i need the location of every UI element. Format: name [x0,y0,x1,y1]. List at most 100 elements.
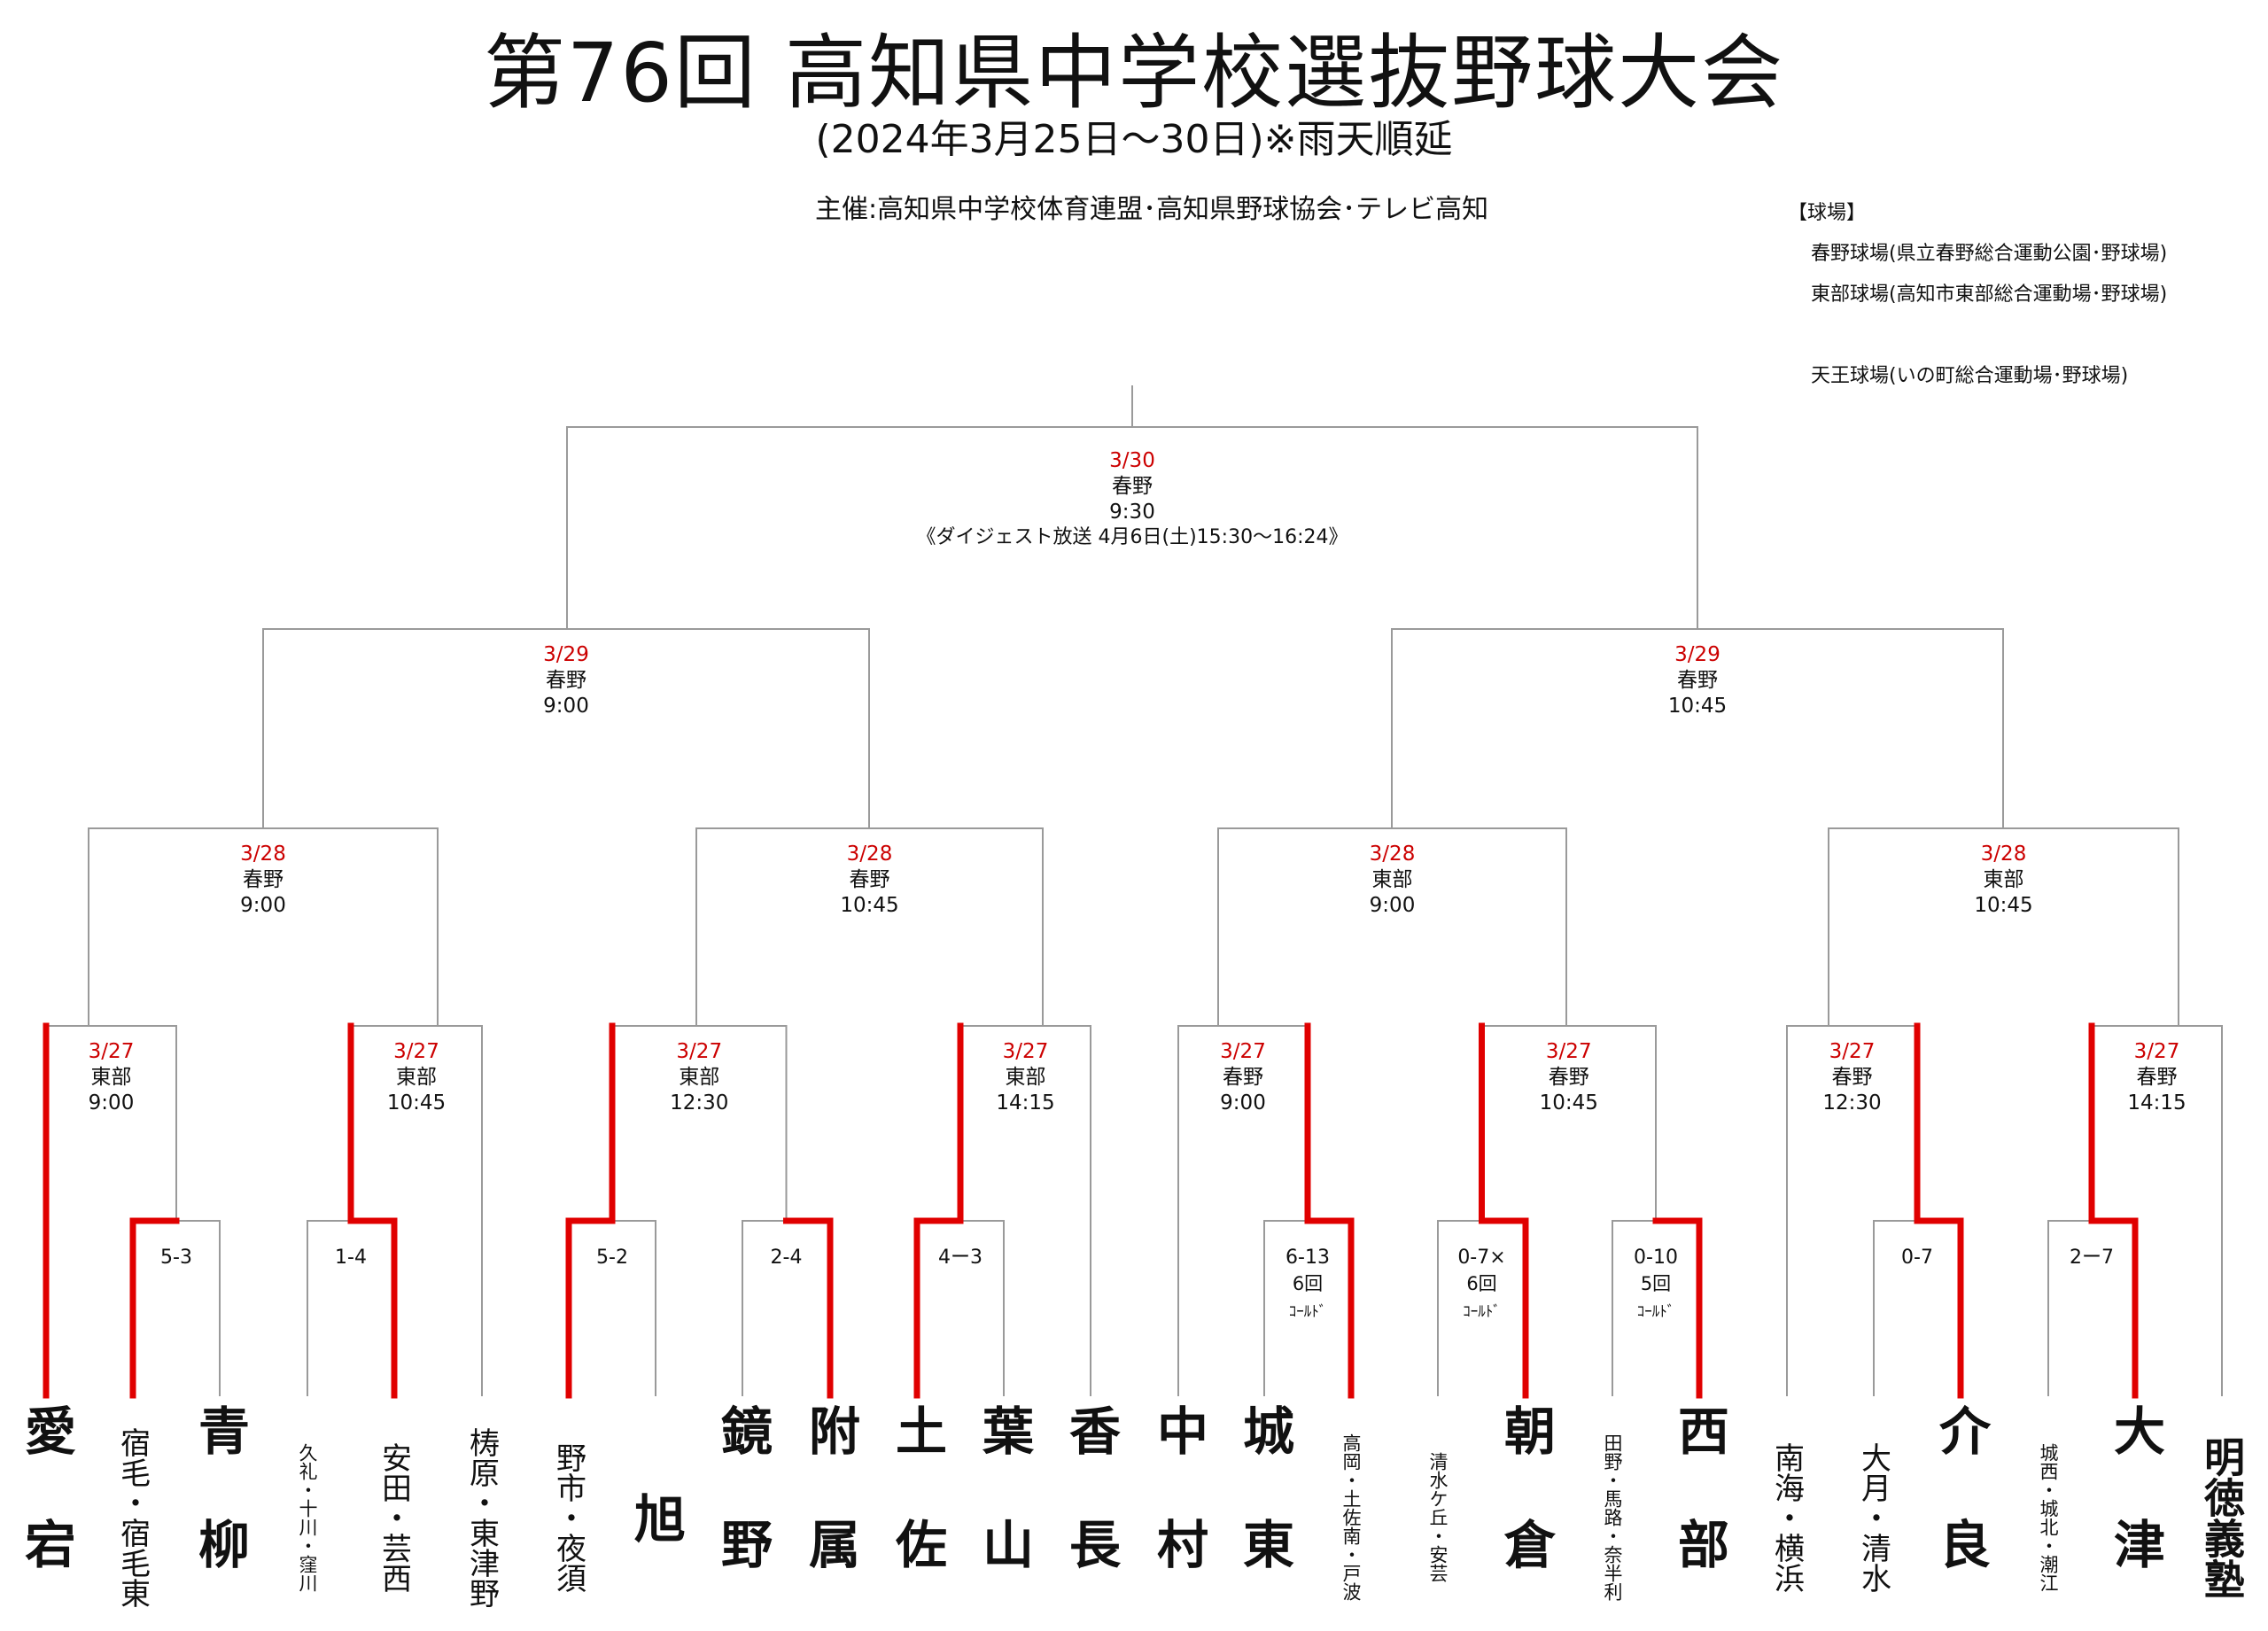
page-subtitle: (2024年3月25日～30日)※雨天順延 [815,117,1453,162]
r2-match-venue: 春野 [1549,1066,1589,1089]
qf-match-date: 3/28 [1981,843,2027,866]
venue-legend: 【球場】 春野球場(県立春野総合運動公園･野球場) 東部球場(高知市東部総合運動… [1788,193,2167,397]
team-entry: 土佐 [874,1404,959,1631]
r1-score-line: 2ー7 [2070,1247,2114,1269]
team-entry: 朝倉 [1483,1404,1568,1631]
team-entry: 久礼・十川・窪川 [265,1409,350,1626]
team-entry: 南海・横浜 [1744,1409,1829,1626]
r1-score-line: 0-10 [1634,1247,1678,1269]
r2-match-venue: 春野 [2137,1066,2178,1089]
team-entry: 宿毛・宿毛東 [90,1409,175,1626]
team-name: 愛宕 [16,1403,76,1631]
team-entry: 愛宕 [4,1404,89,1631]
team-name: 西部 [1669,1403,1729,1631]
sf-match-venue: 春野 [546,669,586,692]
team-entry: 附属 [788,1404,873,1631]
r1-score-line: 0-7 [1901,1247,1933,1269]
r2-match-venue: 東部 [91,1066,132,1089]
r2-match-date: 3/27 [393,1040,439,1063]
team-name: 香長 [1060,1403,1121,1631]
r1-score-line: 5-3 [160,1247,192,1269]
sf-match-venue: 春野 [1677,669,1718,692]
team-entry: 城東 [1222,1404,1307,1631]
r2-match-time: 12:30 [670,1091,728,1115]
r1-score-line: 4ー3 [938,1247,983,1269]
r2-match-date: 3/27 [1003,1040,1049,1063]
team-entry: 野市・夜須 [526,1409,611,1626]
team-name: 清水ケ丘・安芸 [1427,1452,1449,1582]
team-entry: 明徳義塾 [2179,1409,2264,1626]
r1-score-line: ｺｰﾙﾄﾞ [1637,1303,1675,1321]
r2-match-venue: 東部 [679,1066,719,1089]
r2-match-date: 3/27 [89,1040,135,1063]
team-entry: 大津 [2093,1404,2178,1631]
r2-match-time: 9:00 [89,1091,135,1115]
final-broadcast-note: 《ダイジェスト放送 4月6日(土)15:30～16:24》 [917,526,1348,548]
team-name: 葉山 [974,1403,1034,1631]
team-name: 田野・馬路・奈半利 [1602,1433,1623,1601]
r2-match-time: 14:15 [996,1091,1054,1115]
team-name: 旭 [625,1491,686,1543]
r2-match-time: 12:30 [1822,1091,1881,1115]
team-entry: 清水ケ丘・安芸 [1395,1409,1480,1626]
r1-score-line: 6-13 [1285,1247,1330,1269]
team-name: 明徳義塾 [2198,1435,2246,1599]
winner-path-lines [43,1022,2139,1399]
team-entry: 西部 [1657,1404,1742,1631]
page-title: 第76回 高知県中学校選抜野球大会 [483,26,1785,120]
team-entry: 鏡野 [700,1404,785,1631]
r1-score-line: 6回 [1466,1273,1496,1294]
team-entry: 葉山 [961,1404,1046,1631]
team-name: 大津 [2105,1403,2165,1631]
r2-match-date: 3/27 [676,1040,722,1063]
team-entry: 介良 [1918,1404,2003,1631]
sf-match-date: 3/29 [1674,643,1720,666]
team-name: 附属 [800,1403,860,1631]
final-match-date: 3/30 [1109,449,1155,472]
qf-match-date: 3/28 [240,843,286,866]
team-entry: 梼原・東津野 [439,1409,524,1626]
r1-score-line: 0-7× [1457,1247,1505,1269]
qf-match-time: 10:45 [840,894,898,917]
team-name: 介良 [1930,1403,1991,1631]
team-entry: 青柳 [177,1404,262,1631]
r1-score-line: ｺｰﾙﾄﾞ [1289,1303,1327,1321]
qf-match-venue: 東部 [1372,868,1413,891]
team-entry: 大月・清水 [1831,1409,1916,1626]
r1-score-line: ｺｰﾙﾄﾞ [1463,1303,1501,1321]
team-name: 朝倉 [1495,1403,1556,1631]
sf-match-time: 9:00 [543,695,589,718]
qf-match-venue: 春野 [243,868,284,891]
qf-match-time: 9:00 [240,894,286,917]
team-entry: 旭 [613,1409,698,1626]
r1-score-line: 2-4 [771,1247,803,1269]
team-entry: 城西・城北・潮江 [2006,1409,2091,1626]
team-entry: 高岡・土佐南・戸波 [1309,1409,1394,1626]
team-name: 鏡野 [712,1403,773,1631]
team-name: 土佐 [887,1403,947,1631]
team-name: 中村 [1148,1403,1208,1631]
r1-score-line: 1-4 [335,1247,367,1269]
r2-match-venue: 春野 [1223,1066,1263,1089]
team-entry: 田野・馬路・奈半利 [1570,1409,1655,1626]
team-name: 久礼・十川・窪川 [297,1442,318,1592]
venue-haruno: 春野球場(県立春野総合運動公園･野球場) [1811,243,2168,265]
team-name: 梼原・東津野 [463,1426,500,1608]
r2-match-date: 3/27 [1546,1040,1592,1063]
r2-match-date: 3/27 [1829,1040,1876,1063]
team-name: 高岡・土佐南・戸波 [1340,1433,1362,1601]
r1-score-line: 6回 [1293,1273,1323,1294]
venue-legend-heading: 【球場】 [1788,202,1867,224]
venue-tobu: 東部球場(高知市東部総合運動場･野球場) [1811,283,2168,306]
r1-score-line: 5回 [1641,1273,1671,1294]
r2-match-venue: 春野 [1832,1066,1873,1089]
r2-match-time: 9:00 [1220,1091,1266,1115]
venue-tenno: 天王球場(いの町総合運動場･野球場) [1811,365,2129,387]
r2-match-venue: 東部 [1006,1066,1046,1089]
r2-match-date: 3/27 [2134,1040,2180,1063]
qf-match-venue: 東部 [1984,868,2024,891]
qf-match-time: 9:00 [1370,894,1416,917]
r2-match-time: 10:45 [1540,1091,1598,1115]
